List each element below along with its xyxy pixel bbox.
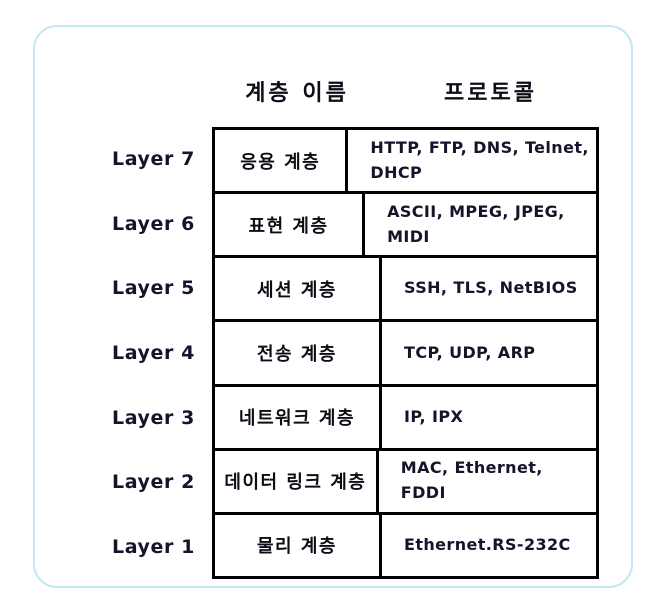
cell-protocols: SSH, TLS, NetBIOS [382, 258, 596, 319]
column-header-protocol: 프로토콜 [444, 81, 537, 106]
table-row: 세션 계층 SSH, TLS, NetBIOS [215, 258, 596, 323]
column-header-layer-name: 계층 이름 [245, 81, 349, 106]
cell-protocols: Ethernet.RS-232C [382, 515, 596, 576]
protocol-text: SSH, TLS, NetBIOS [404, 278, 578, 298]
cell-protocols: TCP, UDP, ARP [382, 322, 596, 383]
protocol-text: TCP, UDP, ARP [404, 342, 536, 362]
protocol-text: ASCII, MPEG, JPEG, MIDI [387, 201, 565, 246]
table-row: 전송 계층 TCP, UDP, ARP [215, 322, 596, 387]
cell-layer-name: 표현 계층 [215, 194, 366, 256]
layer-label: Layer 4 [111, 341, 196, 364]
table-row: 물리 계층 Ethernet.RS-232C [215, 514, 596, 576]
cell-layer-name: 네트워크 계층 [215, 386, 382, 448]
cell-protocols: IP, IPX [382, 387, 596, 448]
layer-label: Layer 2 [111, 471, 196, 494]
table-row: 표현 계층 ASCII, MPEG, JPEG, MIDI [215, 194, 596, 259]
cell-protocols: HTTP, FTP, DNS, Telnet, DHCP [348, 130, 596, 191]
cell-protocols: ASCII, MPEG, JPEG, MIDI [365, 194, 596, 255]
protocol-text: HTTP, FTP, DNS, Telnet, DHCP [370, 137, 589, 182]
cell-layer-name: 전송 계층 [215, 322, 382, 384]
layer-label: Layer 6 [111, 212, 196, 235]
diagram-frame: 계층 이름 프로토콜 Layer 7 Layer 6 Layer 5 Layer… [33, 25, 633, 588]
table-row: 네트워크 계층 IP, IPX [215, 386, 596, 451]
layer-label: Layer 7 [111, 148, 196, 171]
cell-protocols: MAC, Ethernet, FDDI [379, 451, 596, 512]
layer-label: Layer 1 [111, 535, 196, 558]
layer-label: Layer 5 [111, 277, 196, 300]
cell-layer-name: 데이터 링크 계층 [215, 450, 379, 512]
protocol-text: Ethernet.RS-232C [404, 535, 571, 555]
cell-layer-name: 응용 계층 [215, 130, 349, 192]
table-row: 응용 계층 HTTP, FTP, DNS, Telnet, DHCP [215, 130, 596, 195]
layer-label-column: Layer 7 Layer 6 Layer 5 Layer 4 Layer 3 … [95, 127, 212, 579]
layer-label: Layer 3 [111, 406, 196, 429]
protocol-text: MAC, Ethernet, FDDI [400, 458, 543, 503]
protocol-text: IP, IPX [404, 406, 464, 426]
column-header-row: 계층 이름 프로토콜 [35, 79, 653, 117]
cell-layer-name: 세션 계층 [215, 258, 382, 320]
table-row: 데이터 링크 계층 MAC, Ethernet, FDDI [215, 450, 596, 515]
cell-layer-name: 물리 계층 [215, 514, 382, 576]
osi-layer-table: 응용 계층 HTTP, FTP, DNS, Telnet, DHCP 표현 계층… [212, 127, 599, 579]
